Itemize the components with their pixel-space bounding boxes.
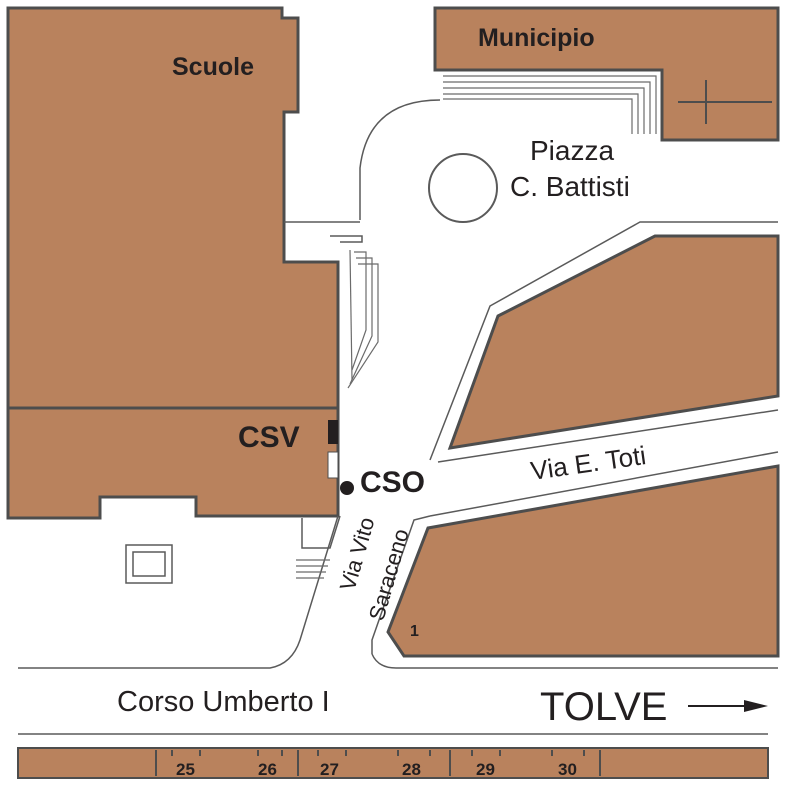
label-csv: CSV (238, 421, 300, 454)
house-number: 25 (176, 760, 195, 779)
building-strip-corso (17, 747, 769, 779)
label-tolve: TOLVE (540, 685, 667, 729)
house-number: 30 (558, 760, 577, 779)
label-corso: Corso Umberto I (117, 686, 330, 718)
piazza-fountain (428, 153, 498, 223)
label-scuole: Scuole (172, 53, 254, 81)
csv-door (327, 451, 339, 479)
label-lot-1: 1 (410, 623, 419, 640)
label-piazza-2: C. Battisti (510, 171, 630, 202)
house-number: 28 (402, 760, 421, 779)
right-arrow-icon (688, 700, 768, 712)
block-lower-right (386, 464, 780, 658)
house-number: 26 (258, 760, 277, 779)
label-piazza-1: Piazza (530, 135, 614, 166)
csv-entrance-mark (328, 420, 338, 444)
building-municipio (433, 6, 780, 142)
kiosk-outline (125, 544, 173, 584)
house-number: 27 (320, 760, 339, 779)
house-number: 29 (476, 760, 495, 779)
block-upper-right (447, 234, 780, 450)
label-municipio: Municipio (478, 24, 595, 52)
label-cso: CSO (360, 466, 425, 499)
cso-marker-dot (340, 481, 354, 495)
